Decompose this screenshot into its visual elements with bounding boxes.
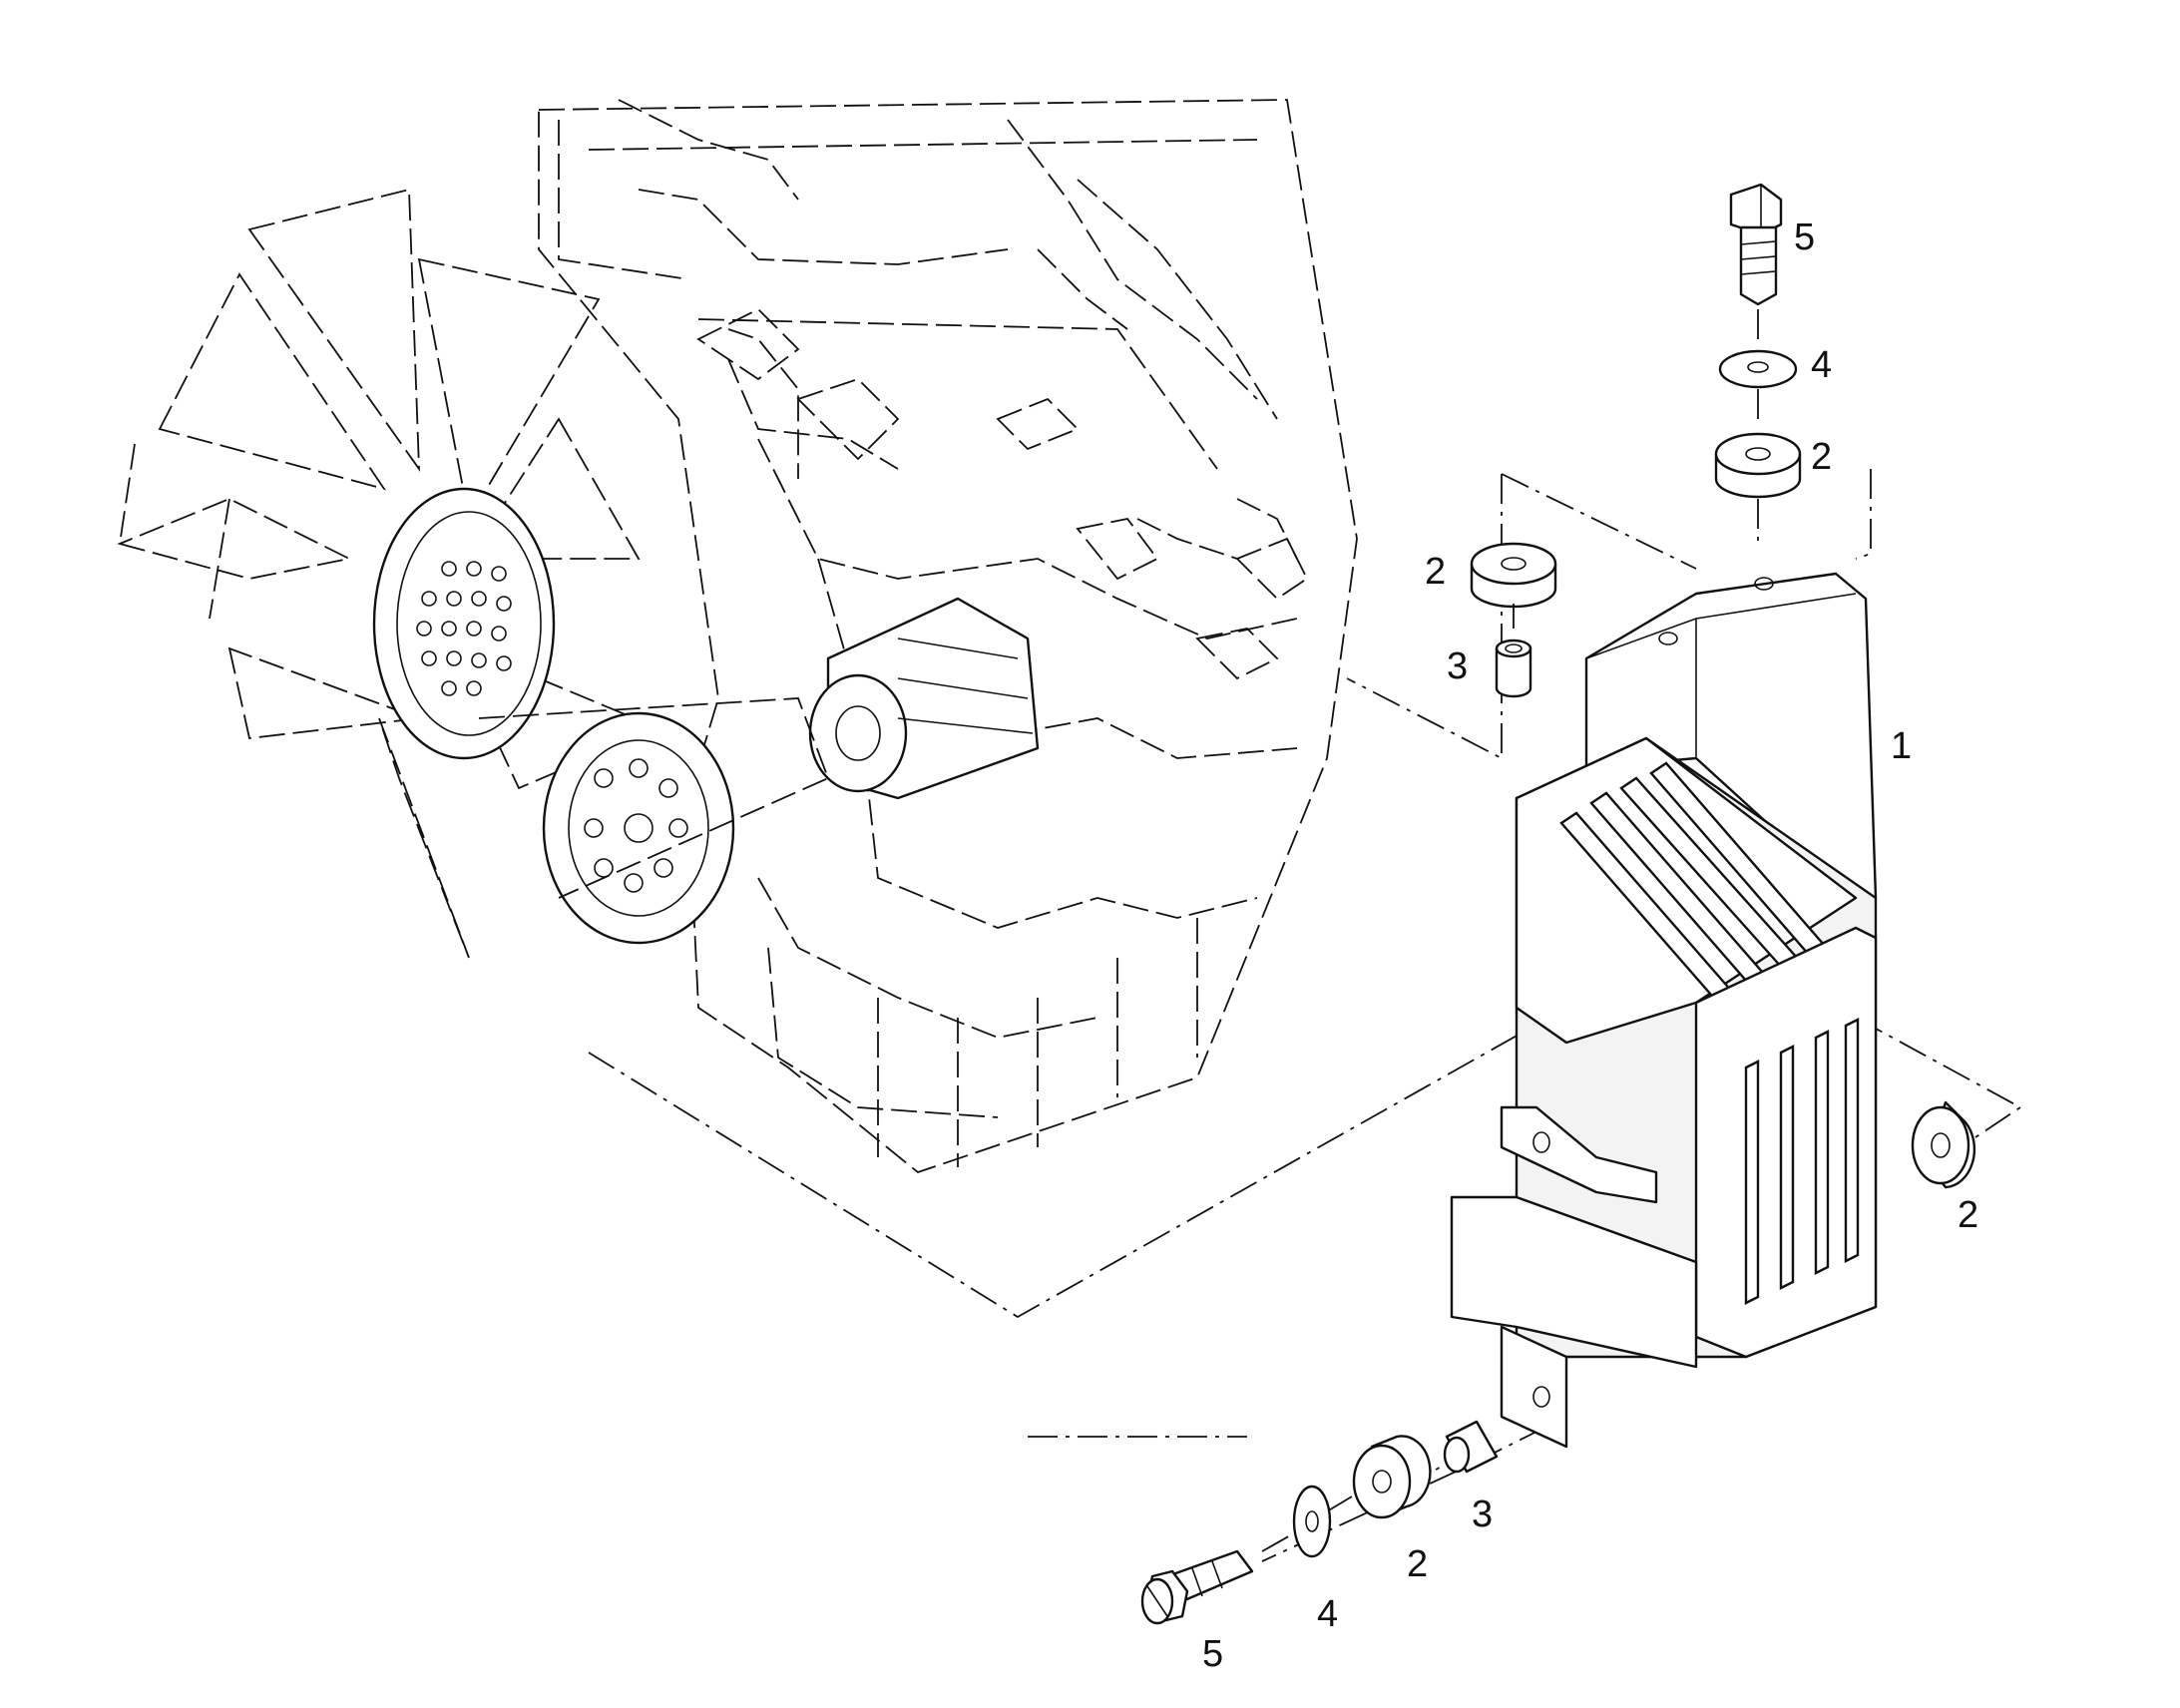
rubber-mount-right — [1911, 1100, 1976, 1189]
rubber-mount-bottom — [1352, 1435, 1432, 1519]
guard-louvres-front — [1744, 1018, 1860, 1305]
callout-4-bottom: 4 — [1317, 1593, 1338, 1635]
engine-ghost — [117, 99, 1358, 1174]
damper-bolts — [584, 758, 688, 893]
callout-3-bottom: 3 — [1472, 1494, 1493, 1535]
guard-louvres-top — [1559, 761, 1833, 1020]
callout-2-top: 2 — [1811, 436, 1832, 478]
cooling-fan — [117, 188, 661, 959]
rubber-mount-left — [1470, 542, 1557, 609]
rubber-mount-top — [1714, 432, 1802, 499]
washer-top — [1718, 349, 1798, 389]
bushing-bottom — [1443, 1420, 1499, 1474]
hardware-stack-top — [1714, 183, 1802, 549]
guard-shield — [1450, 572, 1878, 1449]
callout-2-left: 2 — [1425, 551, 1446, 593]
washer-bottom — [1292, 1485, 1332, 1558]
callout-5-top: 5 — [1794, 216, 1815, 258]
hardware-stack-bottom — [1140, 1420, 1499, 1625]
callout-3-left: 3 — [1447, 645, 1468, 687]
bolt-bottom — [1140, 1549, 1254, 1625]
callout-5-bottom: 5 — [1202, 1633, 1223, 1675]
callout-4-top: 4 — [1811, 344, 1832, 386]
bushing-left — [1495, 639, 1532, 698]
callout-2-right: 2 — [1958, 1194, 1978, 1236]
bolt-top — [1729, 183, 1783, 306]
callout-labels: 1 5 4 2 2 3 2 3 2 4 5 — [1202, 216, 1978, 1675]
callout-2-bottom: 2 — [1407, 1543, 1428, 1585]
alternator — [808, 597, 1040, 800]
fan-hub-holes — [416, 561, 512, 696]
hardware-stack-left — [1470, 542, 1557, 698]
callout-1: 1 — [1891, 725, 1912, 767]
